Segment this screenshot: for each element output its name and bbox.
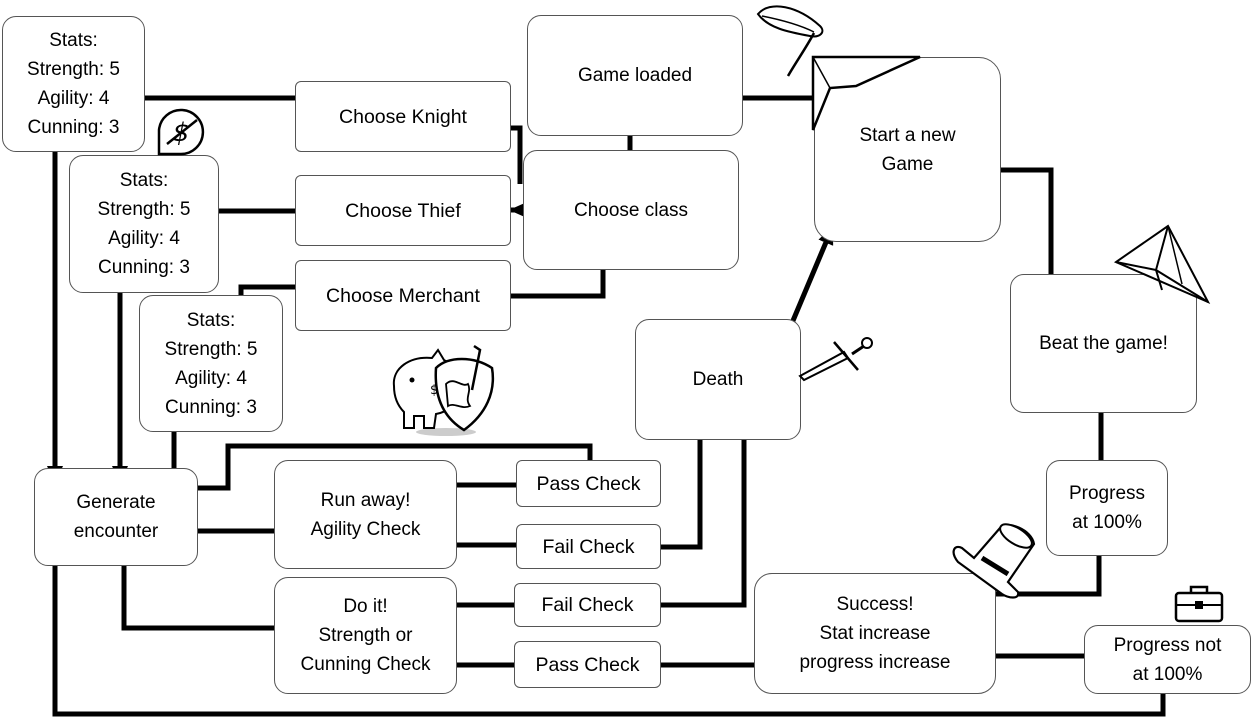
game-loaded-text: Game loaded (577, 65, 693, 86)
do-it-text: Do it! Strength or Cunning Check (300, 596, 431, 675)
choose-merchant-box: Choose Merchant (295, 260, 511, 331)
death-text: Death (692, 369, 744, 390)
choose-merchant-text: Choose Merchant (326, 284, 480, 307)
stats-merchant-box: Stats: Strength: 5 Agility: 4 Cunning: 3 (139, 295, 283, 432)
stats-thief-text: Stats: Strength: 5 Agility: 4 Cunning: 3 (97, 170, 191, 278)
arrow-faildo-to-death (660, 416, 752, 608)
pass-check-run-box: Pass Check (516, 460, 661, 507)
sword-icon (796, 330, 876, 382)
fail-check-run-text: Fail Check (542, 535, 635, 558)
arrow-passrun-to-encounter (177, 443, 593, 496)
progress-not-100-text: Progress not at 100% (1113, 634, 1222, 685)
svg-text:$: $ (430, 383, 438, 398)
choose-knight-box: Choose Knight (295, 81, 511, 152)
pass-check-do-box: Pass Check (514, 641, 661, 688)
paper-plane-icon (1112, 224, 1211, 305)
fail-check-run-box: Fail Check (516, 524, 661, 569)
arrow-failrun-to-death (660, 416, 708, 550)
choose-class-box: Choose class (523, 150, 739, 270)
success-box: Success! Stat increase progress increase (754, 573, 996, 694)
piggy-bank-shield-icon: $ (388, 342, 504, 438)
stats-knight-box: Stats: Strength: 5 Agility: 4 Cunning: 3 (2, 16, 145, 152)
choose-thief-text: Choose Thief (345, 199, 461, 222)
beat-game-text: Beat the game! (1039, 333, 1168, 354)
choose-knight-text: Choose Knight (339, 105, 467, 128)
arrow-success-to-full (996, 535, 1107, 597)
arrow-notfull-to-encounter (47, 546, 1166, 717)
choose-class-text: Choose class (573, 199, 689, 221)
briefcase-icon (1174, 585, 1224, 623)
run-away-box: Run away! Agility Check (274, 460, 457, 569)
progress-100-box: Progress at 100% (1046, 460, 1168, 556)
success-text: Success! Stat increase progress increase (799, 594, 951, 673)
stats-knight-text: Stats: Strength: 5 Agility: 4 Cunning: 3 (27, 30, 120, 138)
choose-thief-box: Choose Thief (295, 175, 511, 246)
arrow-death-to-start (789, 226, 835, 324)
pass-check-do-text: Pass Check (535, 653, 640, 676)
death-box: Death (635, 319, 801, 440)
stats-thief-box: Stats: Strength: 5 Agility: 4 Cunning: 3 (69, 155, 219, 293)
top-hat-icon (946, 518, 1038, 600)
start-new-game-text: Start a new Game (859, 124, 956, 175)
arrow-class-to-merchant (491, 268, 606, 304)
flag-banner-icon (811, 55, 922, 132)
dollar-tag-icon: $ (155, 106, 207, 158)
do-it-box: Do it! Strength or Cunning Check (274, 577, 457, 694)
run-away-text: Run away! Agility Check (310, 489, 421, 540)
progress-not-100-box: Progress not at 100% (1084, 625, 1251, 694)
quill-icon (748, 2, 840, 82)
generate-encounter-box: Generate encounter (34, 468, 198, 566)
fail-check-do-text: Fail Check (541, 594, 634, 616)
beat-game-box: Beat the game! (1010, 274, 1197, 413)
progress-100-text: Progress at 100% (1068, 483, 1146, 533)
arrow-beat-to-start (981, 162, 1054, 276)
arrow-encounter-to-doit (121, 566, 294, 636)
fail-check-do-box: Fail Check (514, 583, 661, 627)
pass-check-run-text: Pass Check (536, 472, 641, 495)
stats-merchant-text: Stats: Strength: 5 Agility: 4 Cunning: 3 (164, 309, 258, 418)
generate-encounter-text: Generate encounter (73, 492, 159, 542)
game-loaded-box: Game loaded (527, 15, 743, 136)
